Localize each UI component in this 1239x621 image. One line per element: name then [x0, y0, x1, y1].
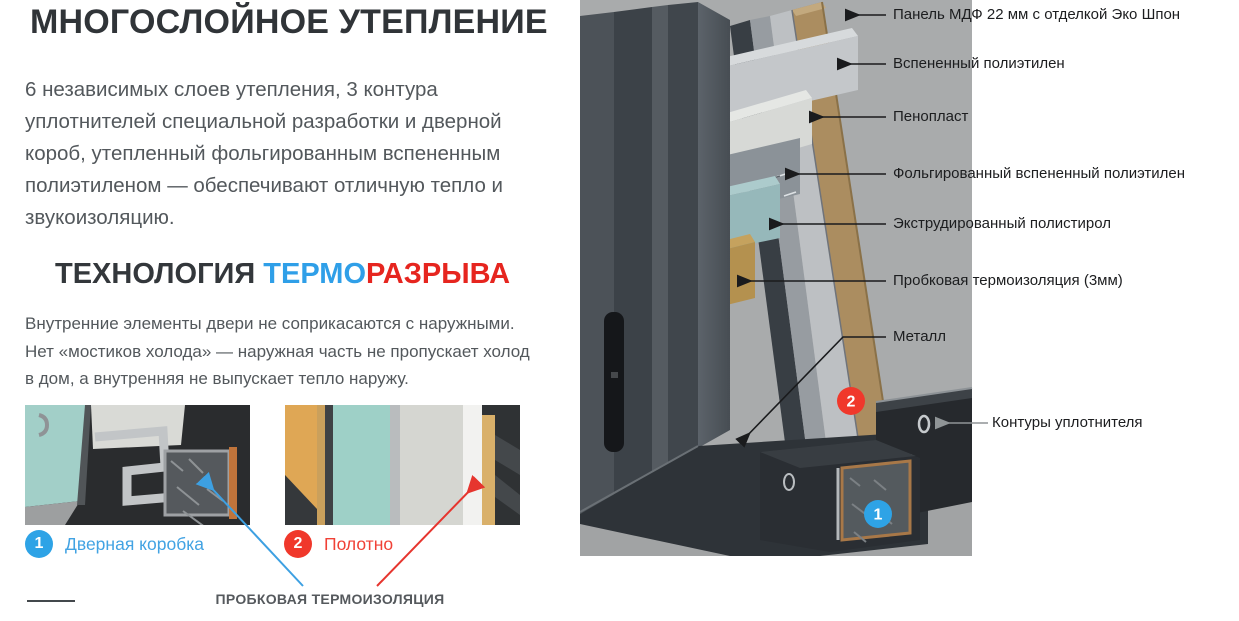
thermal-break-title-part2: ТЕРМО — [263, 258, 367, 290]
divider-line — [27, 600, 75, 602]
layer-label-seal-contours: Контуры уплотнителя — [992, 414, 1143, 431]
diagram-badge-1: 1 — [864, 500, 892, 528]
layer-label-cork: Пробковая термоизоляция (3мм) — [893, 272, 1123, 289]
thumbnail-door-leaf-image — [285, 405, 520, 525]
layer-label-foamed-pe: Вспененный полиэтилен — [893, 55, 1065, 72]
thumbnail-door-frame-image — [25, 405, 250, 525]
seal-contour — [917, 414, 931, 434]
layer-label-xps: Экструдированный полистирол — [893, 215, 1112, 232]
intro-paragraph: 6 независимых слоев утепления, 3 контура… — [25, 78, 503, 229]
thermal-break-title: ТЕХНОЛОГИЯ ТЕРМОРАЗРЫВА — [55, 256, 555, 292]
door-cutaway-diagram: 2 1 — [580, 0, 988, 556]
svg-text:2: 2 — [847, 394, 856, 411]
legend-label-door-frame: Дверная коробка — [65, 533, 205, 554]
label-leader-lines — [735, 8, 886, 448]
legend-item-door-leaf: 2 Полотно — [284, 530, 393, 558]
svg-text:1: 1 — [874, 507, 883, 524]
legend-badge-2: 2 — [284, 530, 312, 558]
legend-item-door-frame: 1 Дверная коробка — [25, 530, 204, 558]
layer-label-foam-plastic: Пенопласт — [893, 108, 969, 125]
thermal-break-paragraph: Внутренние элементы двери не соприкасают… — [25, 314, 530, 388]
layer-label-mdf-panel: Панель МДФ 22 мм с отделкой Эко Шпон — [893, 6, 1181, 23]
legend-badge-1: 1 — [25, 530, 53, 558]
thermal-break-title-part3: РАЗРЫВА — [366, 258, 511, 290]
page-title: МНОГОСЛОЙНОЕ УТЕПЛЕНИЕ — [30, 3, 548, 41]
seal-contour — [783, 473, 795, 491]
diagram-badge-2: 2 — [837, 387, 865, 415]
layer-label-foil-pe: Фольгированный вспененный полиэтилен — [893, 165, 1186, 182]
layer-label-metal: Металл — [893, 328, 947, 345]
thermal-break-title-part1: ТЕХНОЛОГИЯ — [55, 258, 264, 290]
metal-door-leaf — [668, 2, 698, 465]
foamed-polyethylene-layer — [728, 36, 858, 120]
hinge — [604, 312, 624, 452]
legend-label-door-leaf: Полотно — [324, 533, 394, 554]
cork-caption: ПРОБКОВАЯ ТЕРМОИЗОЛЯЦИЯ — [215, 591, 445, 607]
